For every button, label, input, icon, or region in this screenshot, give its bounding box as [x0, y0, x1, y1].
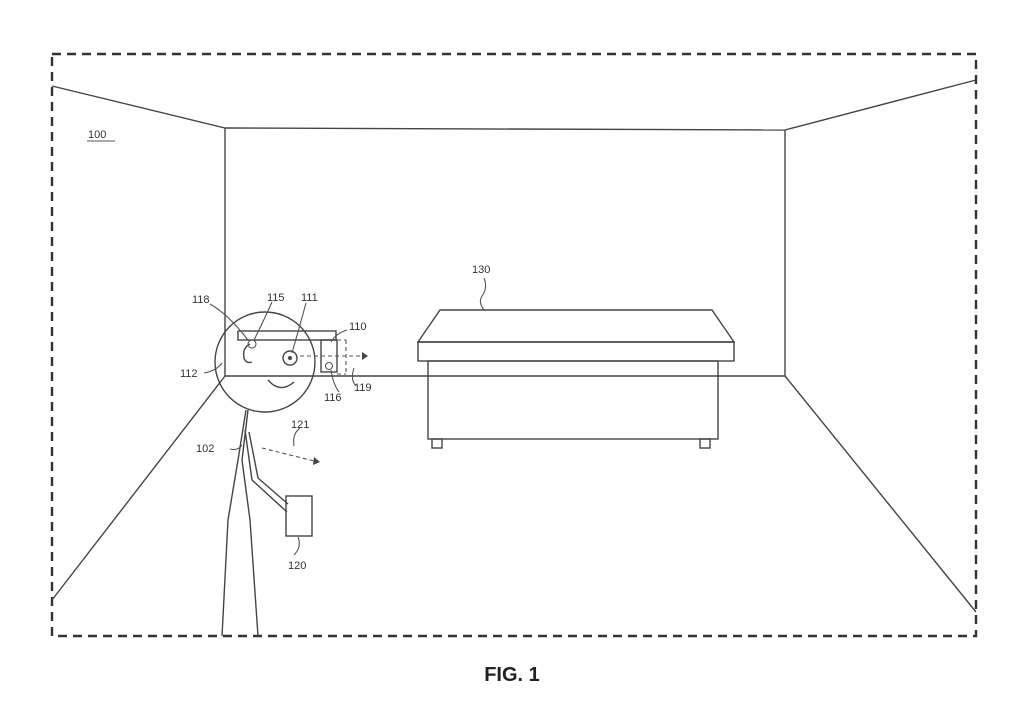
label-sensor-116: 116 — [324, 392, 342, 404]
label-sensor-115: 115 — [267, 292, 285, 304]
label-eye-111: 111 — [301, 292, 318, 304]
label-gaze-119: 119 — [354, 382, 372, 394]
room-walls — [51, 79, 977, 613]
label-user-102: 102 — [196, 443, 214, 455]
table — [416, 309, 736, 449]
label-table-130: 130 — [472, 264, 490, 276]
label-controller-120: 120 — [288, 560, 306, 572]
environment-boundary — [50, 52, 978, 638]
user-figure — [214, 311, 368, 637]
figure-caption: FIG. 1 — [484, 664, 540, 686]
label-room-100: 100 — [88, 129, 106, 141]
label-hmd-110: 110 — [349, 321, 367, 333]
label-head-112: 112 — [180, 368, 198, 380]
leader-lines — [203, 277, 487, 556]
label-ear-118: 118 — [192, 294, 210, 306]
controller-device — [285, 495, 313, 537]
label-pointing-121: 121 — [291, 419, 309, 431]
